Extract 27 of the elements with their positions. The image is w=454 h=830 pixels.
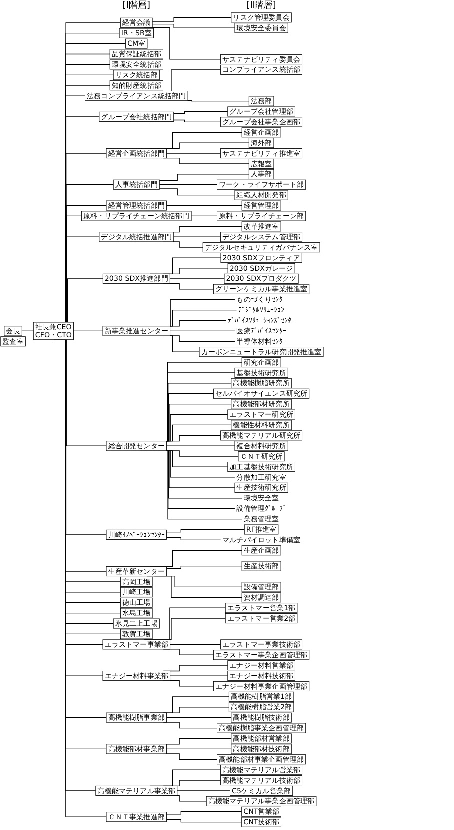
- connector: [159, 184, 218, 186]
- connector: [166, 748, 232, 750]
- connector: [174, 236, 222, 238]
- connector: [191, 216, 218, 217]
- connector: [170, 330, 236, 332]
- connector: [166, 153, 222, 154]
- connector: [166, 819, 242, 823]
- connector: [177, 790, 231, 792]
- level-heading: [Ⅰ階層]: [122, 0, 150, 12]
- connector: [166, 537, 222, 540]
- connector: [152, 17, 232, 22]
- connector: [73, 330, 104, 332]
- connector: [166, 717, 232, 718]
- connector: [166, 205, 242, 206]
- connector: [174, 111, 228, 114]
- connector: [152, 24, 236, 28]
- connector: [22, 330, 34, 332]
- connector: [166, 812, 242, 815]
- connector: [166, 566, 242, 570]
- connector: [159, 174, 250, 182]
- level-heading: [Ⅱ階層]: [246, 0, 276, 12]
- connector: [159, 188, 236, 196]
- connector: [188, 100, 250, 102]
- connector: [166, 529, 245, 533]
- connector: [174, 120, 222, 123]
- connector: [170, 278, 225, 280]
- connector: [170, 644, 222, 645]
